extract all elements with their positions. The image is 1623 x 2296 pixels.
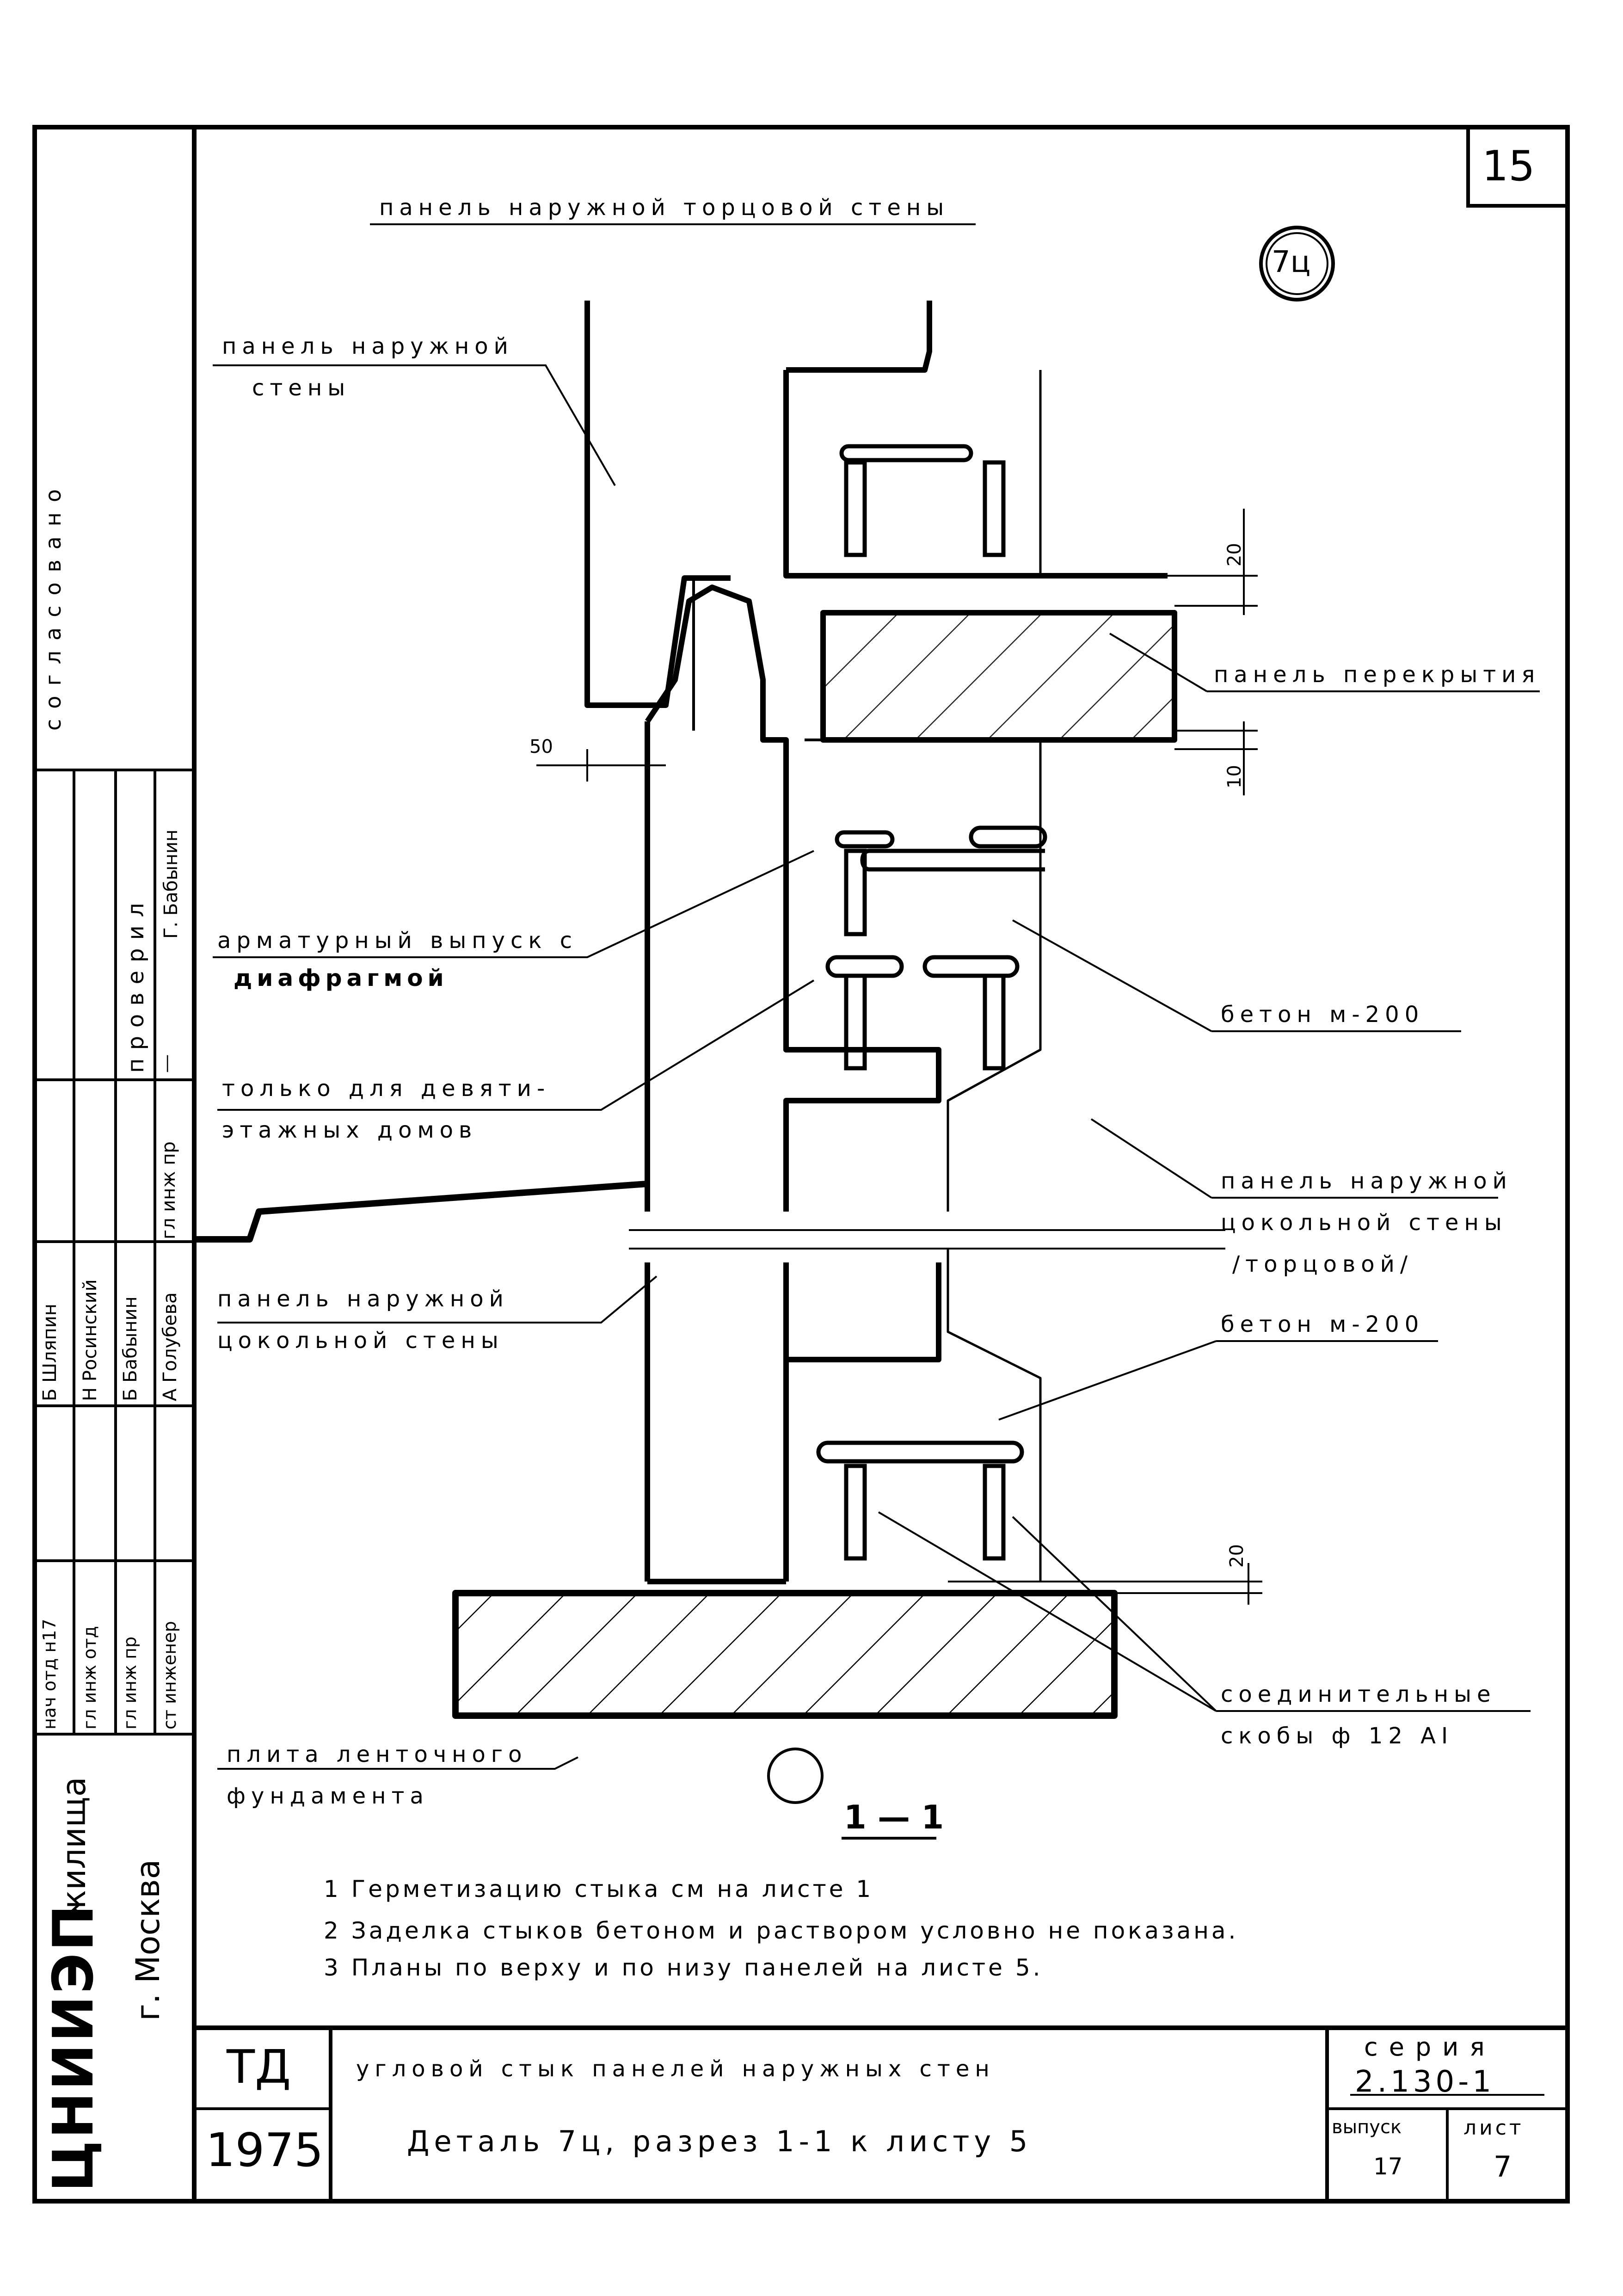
dimension-50: 50 xyxy=(529,736,553,757)
title-block-grid xyxy=(194,2025,1568,2201)
outer-wall-panel-label-2: стены xyxy=(252,375,351,401)
concrete-label-2: бетон м-200 xyxy=(1221,1311,1425,1337)
section-label: 1 — 1 xyxy=(844,1798,944,1836)
organization-subtitle: жилища xyxy=(55,1777,93,1919)
staff-role-4: ст инженер xyxy=(160,1621,180,1730)
staff-name-4: А Голубева xyxy=(160,1292,181,1401)
drawing-title: панель наружной торцовой стены xyxy=(379,195,950,221)
rebar-label-1: арматурный выпуск с xyxy=(217,928,578,954)
outer-wall-panel-label-1: панель наружной xyxy=(222,333,514,359)
plinth-panel-label-2: цокольной стены xyxy=(217,1328,504,1354)
rebar-brackets xyxy=(816,444,1047,1561)
floor-panel-label: панель перекрытия xyxy=(1214,662,1541,688)
staff-role-1: нач отд н17 xyxy=(39,1619,60,1730)
note-3: 3 Планы по верху и по низу панелей на ли… xyxy=(324,1954,1043,1981)
rebar-label-2: диафрагмой xyxy=(234,965,449,991)
staff-name-1: Б Шляпин xyxy=(39,1304,61,1401)
checked-name: Г. Бабынин xyxy=(160,829,182,939)
leader-lines xyxy=(213,223,1540,1770)
title-line-1: угловой стык панелей наружных стен xyxy=(356,2056,995,2082)
section-marker-circle xyxy=(767,1748,824,1804)
organization-city: г. Москва xyxy=(129,1859,167,2021)
plinth-end-wall-label-1: панель наружной xyxy=(1221,1168,1512,1194)
plinth-end-wall-label-3: /торцовой/ xyxy=(1232,1251,1414,1277)
detail-mark-inner-circle xyxy=(1266,232,1328,295)
note-1: 1 Герметизацию стыка см на листе 1 xyxy=(324,1876,874,1902)
foundation-label-2: фундамента xyxy=(227,1783,429,1809)
issue-value: 17 xyxy=(1373,2153,1403,2180)
checked-role: гл инж пр xyxy=(158,1141,179,1239)
sheet-number: 15 xyxy=(1482,142,1535,191)
sheet-label: лист xyxy=(1463,2116,1524,2140)
detail-mark: 7ц xyxy=(1272,245,1311,279)
side-block-grid xyxy=(35,769,194,1736)
staff-role-2: гл инж отд xyxy=(80,1626,100,1730)
nine-storey-label-2: этажных домов xyxy=(222,1117,478,1143)
series-value: 2.130-1 xyxy=(1355,2065,1495,2099)
foundation-label-1: плита ленточного xyxy=(227,1742,528,1767)
drawing-year: 1975 xyxy=(206,2123,324,2177)
detail-mark-circle xyxy=(1259,226,1335,302)
dimension-lines xyxy=(536,509,1262,1605)
checked-signature: — xyxy=(156,1054,177,1073)
dimension-20-top: 20 xyxy=(1224,543,1245,566)
series-label: серия xyxy=(1364,2032,1496,2062)
stage-code: ТД xyxy=(227,2040,291,2094)
title-line-2: Деталь 7ц, разрез 1-1 к листу 5 xyxy=(407,2124,1033,2158)
staff-role-3: гл инж пр xyxy=(120,1636,140,1730)
brackets-label-1: соединительные xyxy=(1221,1681,1496,1707)
wall-panels-section xyxy=(194,301,1225,1719)
dimension-10: 10 xyxy=(1224,765,1245,788)
approved-stamp: согласовано xyxy=(41,479,66,731)
plinth-end-wall-label-2: цокольной стены xyxy=(1221,1210,1507,1236)
nine-storey-label-1: только для девяти- xyxy=(222,1076,551,1102)
organization-logo: ЦНИИЭП xyxy=(42,1902,106,2192)
sheet-value: 7 xyxy=(1494,2150,1512,2184)
note-2: 2 Заделка стыков бетоном и раствором усл… xyxy=(324,1917,1239,1944)
staff-name-2: Н Росинский xyxy=(80,1279,101,1401)
concrete-label-1: бетон м-200 xyxy=(1221,1002,1425,1028)
issue-label: выпуск xyxy=(1332,2117,1402,2138)
dimension-20-bottom: 20 xyxy=(1226,1544,1248,1568)
checked-label: проверил xyxy=(123,894,149,1073)
plinth-panel-label-1: панель наружной xyxy=(217,1286,509,1312)
sheet-frame xyxy=(32,125,1570,2204)
staff-name-3: Б Бабынин xyxy=(120,1296,141,1401)
brackets-label-2: скобы ф 12 AI xyxy=(1221,1723,1454,1749)
